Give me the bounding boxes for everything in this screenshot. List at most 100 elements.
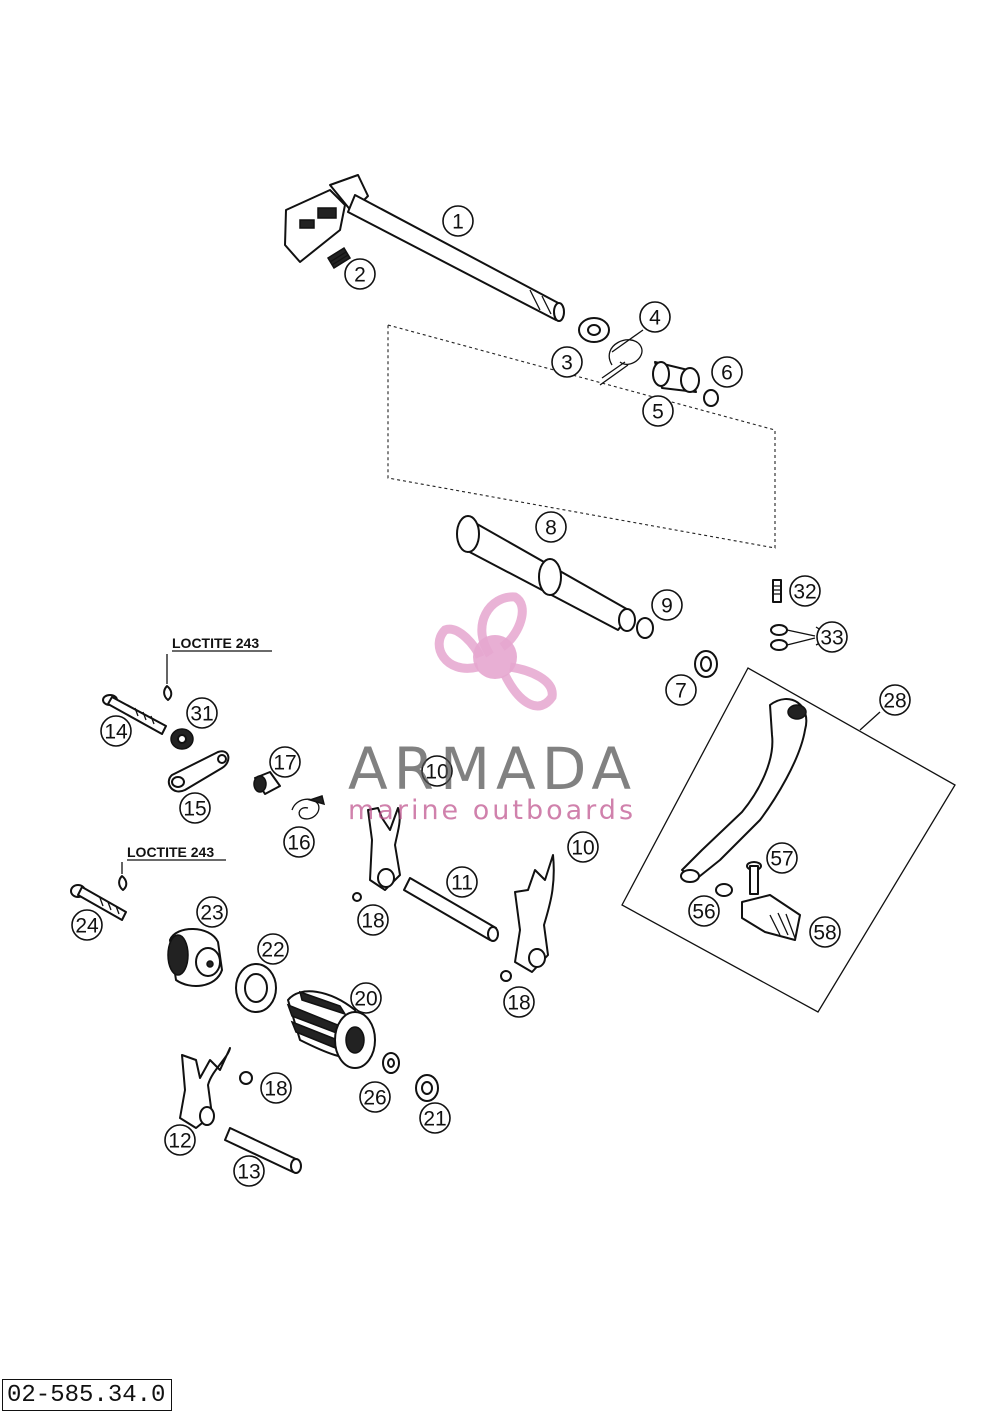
part-18-pin-b bbox=[500, 970, 512, 982]
callout-24: 24 bbox=[71, 909, 103, 941]
callout-13: 13 bbox=[233, 1155, 265, 1187]
callout-11: 11 bbox=[446, 866, 478, 898]
callout-label: 9 bbox=[661, 595, 673, 618]
callout-4: 4 bbox=[639, 301, 671, 333]
callout-28: 28 bbox=[879, 684, 911, 716]
callout-17: 17 bbox=[269, 746, 301, 778]
callout-18a: 18 bbox=[357, 904, 389, 936]
callout-57: 57 bbox=[766, 842, 798, 874]
part-9-washer bbox=[636, 617, 654, 639]
callout-18c: 18 bbox=[260, 1072, 292, 1104]
part-23-star-wheel bbox=[167, 928, 223, 987]
callout-circle bbox=[879, 684, 911, 716]
callout-2: 2 bbox=[344, 258, 376, 290]
assembly-frame-lever bbox=[621, 667, 956, 1013]
callout-58: 58 bbox=[809, 916, 841, 948]
callout-label: 18 bbox=[361, 910, 384, 933]
callout-label: 1 bbox=[452, 211, 464, 234]
callout-21: 21 bbox=[419, 1102, 451, 1134]
callout-3: 3 bbox=[551, 346, 583, 378]
callout-circle bbox=[100, 715, 132, 747]
callout-label: 11 bbox=[451, 872, 473, 895]
part-26-washer bbox=[382, 1052, 400, 1074]
part-58-footpeg bbox=[741, 894, 801, 941]
callout-circle bbox=[766, 842, 798, 874]
callout-circle bbox=[551, 346, 583, 378]
callout-31: 31 bbox=[186, 697, 218, 729]
callout-circle bbox=[257, 933, 289, 965]
callout-label: 33 bbox=[820, 627, 843, 650]
assembly-frame-shaft bbox=[387, 324, 776, 549]
callout-label: 31 bbox=[190, 703, 213, 726]
callout-20: 20 bbox=[350, 982, 382, 1014]
part-1-shift-shaft bbox=[284, 174, 565, 322]
callout-circle bbox=[359, 1081, 391, 1113]
callout-label: 16 bbox=[287, 832, 310, 855]
callout-label: 28 bbox=[883, 690, 906, 713]
callout-circle bbox=[688, 895, 720, 927]
callout-circle bbox=[809, 916, 841, 948]
callout-33: 33 bbox=[816, 621, 848, 653]
part-5-bushing bbox=[652, 361, 700, 393]
callout-label: 12 bbox=[168, 1130, 191, 1153]
callout-5: 5 bbox=[642, 395, 674, 427]
part-10-fork-left bbox=[367, 807, 401, 891]
callout-label: 23 bbox=[200, 902, 223, 925]
part-21-bushing bbox=[415, 1074, 439, 1102]
callout-56: 56 bbox=[688, 895, 720, 927]
callout-label: 7 bbox=[675, 680, 687, 703]
part-10-fork-right bbox=[514, 854, 555, 973]
callout-1: 1 bbox=[442, 205, 474, 237]
callout-label: 3 bbox=[561, 352, 573, 375]
callout-18b: 18 bbox=[503, 986, 535, 1018]
drawing-number: 02-585.34.0 bbox=[2, 1379, 173, 1411]
callout-layer: 1234567891010111213141516171818182021222… bbox=[71, 205, 911, 1187]
part-3-washer bbox=[578, 317, 610, 343]
callout-circle bbox=[642, 395, 674, 427]
callout-label: 15 bbox=[183, 798, 206, 821]
part-7-ring bbox=[694, 650, 718, 678]
callout-label: 26 bbox=[363, 1087, 386, 1110]
callout-label: 18 bbox=[507, 992, 530, 1015]
part-11-rod bbox=[403, 877, 499, 942]
callout-8: 8 bbox=[535, 511, 567, 543]
callout-label: 24 bbox=[75, 915, 99, 938]
callout-label: 13 bbox=[237, 1161, 260, 1184]
callout-label: 57 bbox=[770, 848, 793, 871]
callout-label: 5 bbox=[652, 401, 664, 424]
callout-23: 23 bbox=[196, 896, 228, 928]
callout-label: 14 bbox=[104, 721, 128, 744]
part-17-bushing bbox=[253, 771, 281, 795]
part-24-bolt bbox=[70, 884, 127, 921]
part-18-pin-a bbox=[352, 892, 362, 902]
callout-label: 22 bbox=[261, 939, 284, 962]
callout-circle bbox=[651, 589, 683, 621]
callout-circle bbox=[535, 511, 567, 543]
callout-10a: 10 bbox=[421, 755, 453, 787]
leader-lines bbox=[611, 329, 881, 731]
part-22-bearing bbox=[235, 963, 277, 1013]
callout-circle bbox=[350, 982, 382, 1014]
callout-label: 10 bbox=[571, 837, 594, 860]
part-56-ring bbox=[715, 883, 733, 897]
part-33-nuts bbox=[770, 624, 816, 651]
part-57-bolt bbox=[746, 861, 762, 895]
callout-circle bbox=[711, 356, 743, 388]
loctite-drop-icon-2 bbox=[118, 875, 128, 891]
callout-circle bbox=[269, 746, 301, 778]
part-14-bolt bbox=[102, 694, 167, 735]
callout-22: 22 bbox=[257, 933, 289, 965]
callout-label: 17 bbox=[273, 752, 296, 775]
callout-7: 7 bbox=[665, 674, 697, 706]
callout-circle bbox=[567, 831, 599, 863]
callout-circle bbox=[639, 301, 671, 333]
part-28-shift-lever bbox=[680, 698, 808, 883]
part-20-shift-drum bbox=[286, 990, 376, 1069]
callout-label: 20 bbox=[354, 988, 377, 1011]
callout-15: 15 bbox=[179, 792, 211, 824]
part-2-spring bbox=[326, 246, 352, 270]
callout-circle bbox=[421, 755, 453, 787]
loctite-note-bottom: LOCTITE 243 bbox=[127, 844, 214, 860]
callout-label: 10 bbox=[425, 761, 448, 784]
